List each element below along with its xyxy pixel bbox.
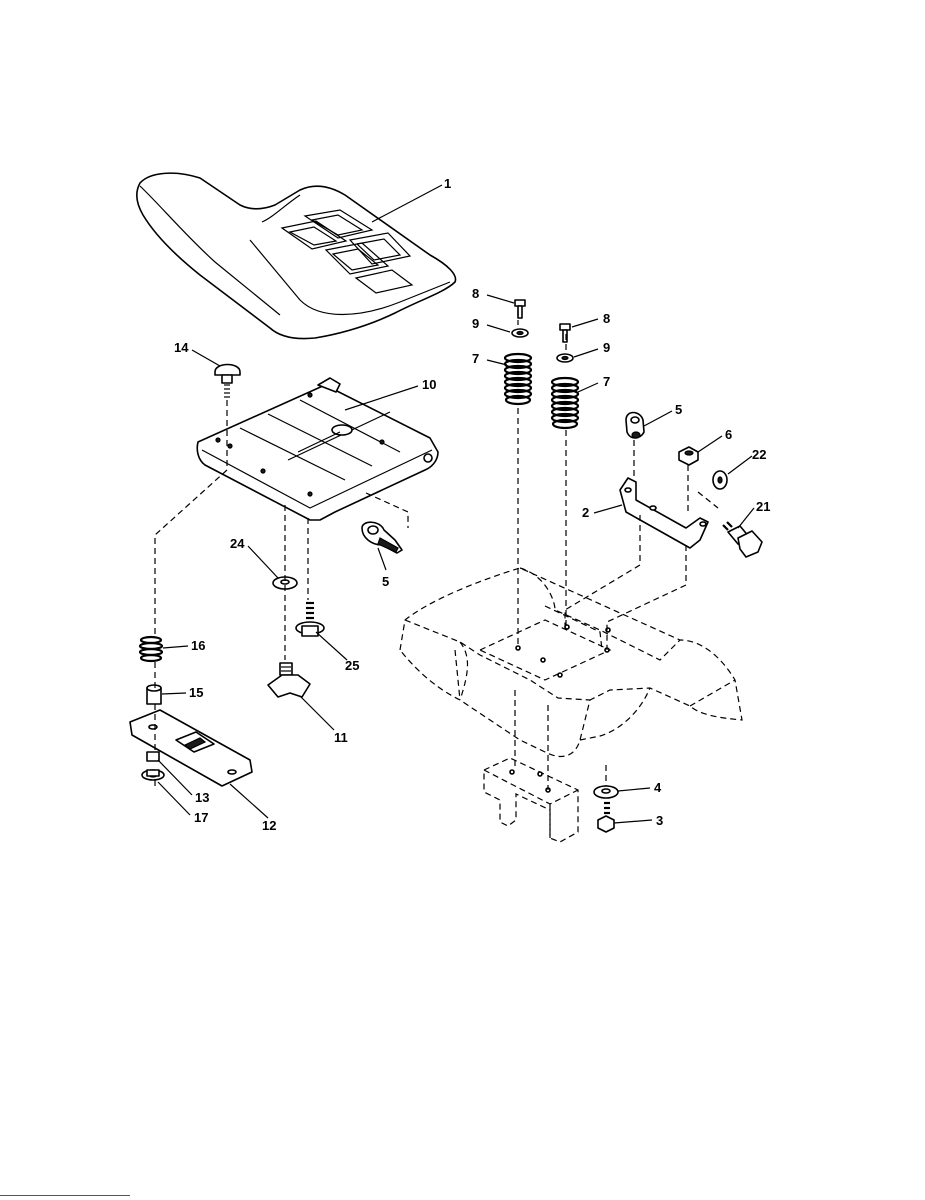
callout-washer-9-left: 9: [472, 316, 479, 331]
spacer-15: [146, 684, 162, 705]
carriage-bolt: [214, 363, 241, 398]
fender-phantom: [399, 567, 743, 758]
callout-clip-left: 5: [382, 574, 389, 589]
callout-washer-9-right: 9: [603, 340, 610, 355]
washer-22: [712, 470, 728, 490]
spring-16: [138, 635, 164, 663]
callout-nut-13: 13: [195, 790, 209, 805]
callout-seat-pan: 10: [422, 377, 436, 392]
callout-clip-right: 5: [675, 402, 682, 417]
hinge-bracket: [619, 477, 709, 549]
callout-spring-16: 16: [191, 638, 205, 653]
nut-6: [678, 446, 699, 466]
screw-8-left: [514, 299, 526, 319]
nut-13: [146, 751, 160, 762]
callout-screw-8-right: 8: [603, 311, 610, 326]
washer-9-left: [511, 328, 529, 338]
spring-7-right: [550, 376, 580, 430]
nut-17: [141, 769, 165, 781]
screw-8-right: [559, 323, 571, 343]
callout-spring-7-left: 7: [472, 351, 479, 366]
callout-spacer-15: 15: [189, 685, 203, 700]
page-edge-rule: [0, 1195, 130, 1196]
bracket-12: [129, 709, 253, 787]
callout-nut-6: 6: [725, 427, 732, 442]
callout-nut-17: 17: [194, 810, 208, 825]
callout-bracket-12: 12: [262, 818, 276, 833]
callout-spring-7-right: 7: [603, 374, 610, 389]
callout-washer-24: 24: [230, 536, 245, 551]
shoulder-bolt: [722, 521, 763, 558]
callout-shoulder-bolt-21: 21: [756, 499, 770, 514]
seat: [136, 172, 457, 340]
clip-left: [361, 521, 403, 554]
callout-washer-22: 22: [752, 447, 766, 462]
seat-pan: [196, 377, 439, 521]
callout-bolt-3: 3: [656, 813, 663, 828]
assembly-lines: [154, 310, 719, 790]
knob-11: [267, 662, 311, 698]
callout-washer-4: 4: [654, 780, 662, 795]
washer-9-right: [556, 353, 574, 363]
callout-bolt-25: 25: [345, 658, 359, 673]
spring-7-left: [503, 352, 533, 406]
bolt-3: [597, 801, 615, 833]
callout-hinge-bracket-2: 2: [582, 505, 589, 520]
callout-knob-11: 11: [334, 730, 348, 745]
callout-carriage-bolt: 14: [174, 340, 189, 355]
washer-4: [593, 785, 619, 799]
callout-screw-8-left: 8: [472, 286, 479, 301]
leader-lines: [157, 184, 755, 824]
callout-seat: 1: [444, 176, 451, 191]
support-block-phantom: [483, 757, 579, 843]
clip-right: [625, 411, 645, 439]
bolt-25: [295, 601, 325, 637]
callout-labels: 1 10 14 5 24 25 16 15 11 12 13 17 8 9 7 …: [174, 176, 770, 833]
